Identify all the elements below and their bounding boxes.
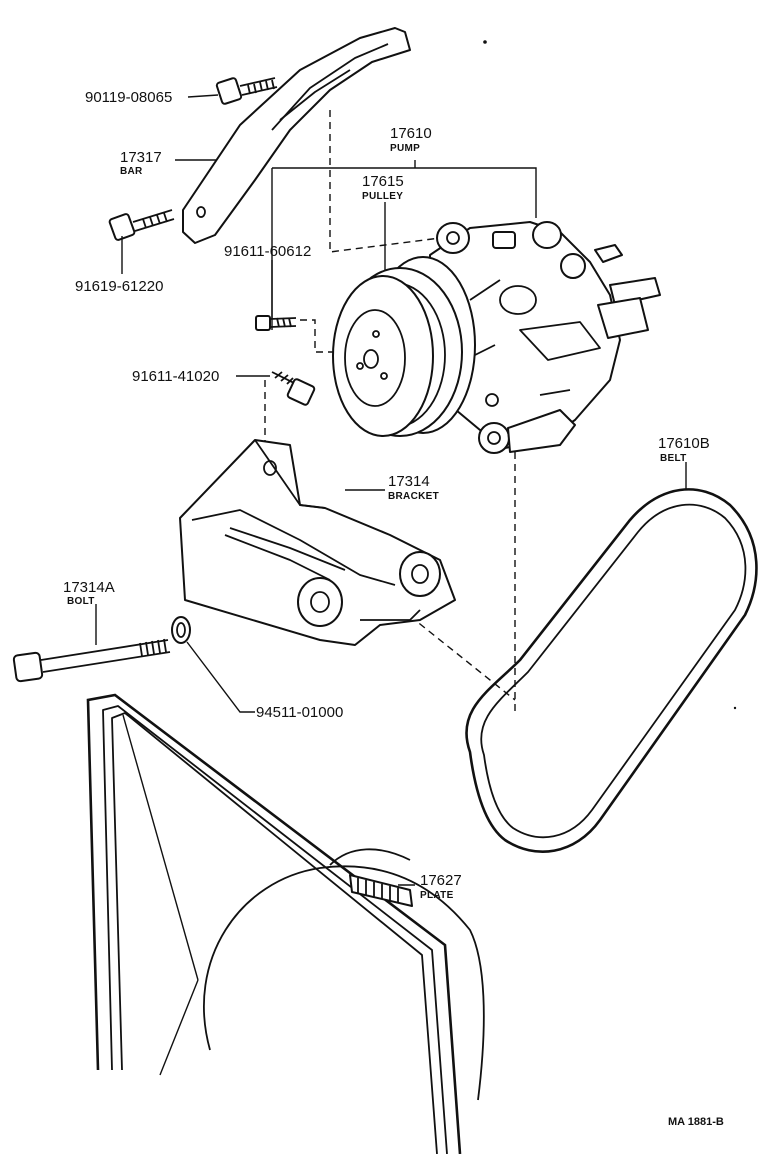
bolt-91611-60612 <box>255 315 297 331</box>
label-91619-61220: 91619-61220 <box>75 278 163 295</box>
pump-17610 <box>429 221 661 454</box>
label-94511-01000: 94511-01000 <box>256 704 343 721</box>
pulley-17615 <box>332 256 476 437</box>
bolt-17314A <box>12 638 171 683</box>
bolt-91619-61220 <box>108 209 175 241</box>
washer-94511-01000 <box>171 616 191 644</box>
stray-dot <box>483 40 487 44</box>
label-91611-60612: 91611-60612 <box>224 243 311 260</box>
label-bar: BAR <box>120 166 143 177</box>
label-17615: 17615 <box>362 173 404 190</box>
label-17627: 17627 <box>420 872 462 889</box>
label-17317: 17317 <box>120 149 162 166</box>
label-pump: PUMP <box>390 143 420 154</box>
label-bolt: BOLT <box>67 596 95 607</box>
bracket-17314 <box>179 439 456 646</box>
stray-dot <box>733 706 737 710</box>
label-91611-41020: 91611-41020 <box>132 368 219 385</box>
label-17314: 17314 <box>388 473 430 490</box>
bolt-90119-08065 <box>215 77 278 105</box>
label-pulley: PULLEY <box>362 191 403 202</box>
label-plate: PLATE <box>420 890 454 901</box>
label-17610B: 17610B <box>658 435 710 452</box>
label-17314A: 17314A <box>63 579 115 596</box>
shroud-17627 <box>86 693 485 1154</box>
bolt-91611-41020 <box>271 371 316 406</box>
bar-17317 <box>182 27 411 244</box>
label-belt: BELT <box>660 453 687 464</box>
label-17610: 17610 <box>390 125 432 142</box>
label-90119-08065: 90119-08065 <box>85 89 172 106</box>
reference-code: MA 1881-B <box>668 1116 724 1128</box>
belt-17610B <box>465 488 758 853</box>
label-bracket: BRACKET <box>388 491 439 502</box>
